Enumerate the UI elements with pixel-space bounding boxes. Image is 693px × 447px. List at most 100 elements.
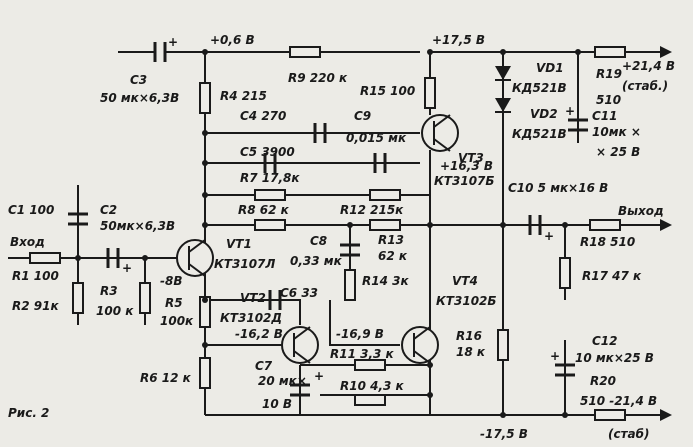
polarity-mark-C12: +: [550, 349, 560, 363]
label-R11: R11 3,3 к: [330, 347, 395, 361]
label-C12-value: 10 мк×25 В: [575, 351, 654, 365]
label-R15: R15 100: [360, 84, 415, 98]
resistor-R12: [369, 189, 401, 201]
resistor-R7: [254, 189, 286, 201]
polarity-mark-C7: +: [314, 369, 324, 383]
label-R6: R6 12 к: [140, 371, 192, 385]
label-input: Вход: [10, 235, 45, 249]
capacitor-C7: [290, 383, 310, 397]
label-VT1-type: КТ3107Л: [214, 257, 275, 271]
transistor-VT2-body: [281, 326, 319, 364]
polarity-mark-C3: +: [168, 35, 178, 49]
resistor-R4: [199, 82, 211, 114]
label-C10: С10 5 мк×16 В: [508, 181, 608, 195]
resistor-R8: [254, 219, 286, 231]
label-C2-value: 50мк×6,3В: [100, 219, 175, 233]
capacitor-C12: [555, 363, 575, 377]
label-VT3-type: КТ3107Б: [434, 174, 495, 188]
label-R12: R12 215к: [340, 203, 404, 217]
resistor-R1: [29, 252, 61, 264]
capacitor-C9: [373, 153, 387, 173]
label-VT4-type: КТ3102Б: [436, 294, 497, 308]
resistor-R14: [344, 269, 356, 301]
label-VT1: VТ1: [226, 237, 252, 251]
label-C4: С4 270: [240, 109, 286, 123]
transistor-VT4-body: [401, 326, 439, 364]
label-C8-value: 0,33 мк: [290, 254, 343, 268]
label-C6: С6 33: [280, 286, 318, 300]
label-C11-value: 10мк ×: [592, 125, 641, 139]
resistor-R15: [424, 77, 436, 109]
resistor-R20: [594, 409, 626, 421]
label-R8: R8 62 к: [238, 203, 290, 217]
label-R4: R4 215: [220, 89, 267, 103]
figure-label: Рис. 2: [8, 406, 49, 420]
label-R7: R7 17,8к: [240, 171, 300, 185]
label-C7-value2: 10 В: [262, 397, 292, 411]
label-R3-value: 100 к: [96, 304, 134, 318]
label-VD2: VD2: [530, 107, 558, 121]
label-node-minus-8: -8В: [160, 274, 182, 288]
diodes: [495, 66, 511, 113]
label-R20: R20: [590, 374, 616, 388]
label-C7-value: 20 мк×: [258, 374, 307, 388]
label-stab-top: (стаб.): [622, 79, 668, 93]
polarity-mark-C11: +: [565, 104, 575, 118]
resistor-R18: [589, 219, 621, 231]
label-stab-bottom: (стаб): [608, 427, 650, 441]
label-C3: С3: [130, 73, 147, 87]
transistor-VT3: [421, 114, 459, 152]
capacitor-C5: [263, 153, 277, 173]
label-v-minus-21-4: 510 -21,4 В: [580, 394, 657, 408]
label-v-plus-17-5: +17,5 В: [432, 33, 485, 47]
label-R14: R14 3к: [362, 274, 409, 288]
feedback-rails: [205, 132, 430, 226]
label-C12: С12: [592, 334, 618, 348]
resistor-R17: [559, 257, 571, 289]
label-VT2-type: КТ3102Д: [220, 311, 282, 325]
label-VD1-type: КД521В: [512, 81, 567, 95]
label-node-minus-16-9: -16,9 В: [336, 327, 384, 341]
vt2-collector: [329, 300, 400, 346]
resistor-R19: [594, 46, 626, 58]
label-VT3: VТ3: [458, 151, 484, 165]
label-C5: С5 3900: [240, 145, 295, 159]
transistor-VT1-leads: [188, 239, 206, 277]
label-v-plus-21-4: +21,4 В: [622, 59, 675, 73]
label-v-plus-16-3: +16,3 В: [440, 159, 493, 173]
label-C8: С8: [310, 234, 327, 248]
label-v-plus-0-6: +0,6 В: [210, 33, 255, 47]
transistor-VT3-leads: [433, 114, 451, 152]
capacitor-C2: [106, 248, 120, 268]
label-C11: С11: [592, 109, 618, 123]
label-C3-value: 50 мк×6,3В: [100, 91, 179, 105]
polarity-mark-C2: +: [122, 261, 132, 275]
label-R17: R17 47 к: [582, 269, 642, 283]
resistor-R10: [354, 394, 386, 406]
resistor-R2: [72, 282, 84, 314]
vt2-wiring: [205, 299, 301, 415]
label-C11-value2: × 25 В: [596, 145, 640, 159]
label-R2: R2 91к: [12, 299, 59, 313]
resistor-R6: [199, 357, 211, 389]
resistor-R9: [289, 46, 321, 58]
labels: +0,6 В +17,5 В +21,4 В (стаб.) +16,3 В -…: [8, 33, 675, 441]
transistor-VT3-body: [421, 114, 459, 152]
label-node-minus-16-2: -16,2 В: [235, 327, 283, 341]
label-VD2-type: КД521В: [512, 127, 567, 141]
resistor-R3: [139, 282, 151, 314]
capacitor-C6: [268, 290, 282, 310]
arrow-out-plus: [660, 46, 672, 58]
label-R3: R3: [100, 284, 118, 298]
arrow-out-minus: [660, 409, 672, 421]
resistors: [29, 46, 626, 421]
junctions: [75, 49, 581, 418]
label-R13-value: 62 к: [378, 249, 408, 263]
capacitor-C10: [528, 215, 542, 235]
label-R5-value: 100к: [160, 314, 194, 328]
resistor-R13: [369, 219, 401, 231]
capacitor-C3: [153, 42, 167, 62]
transistor-VT2: [281, 326, 319, 364]
diode-VD2: [495, 98, 511, 112]
